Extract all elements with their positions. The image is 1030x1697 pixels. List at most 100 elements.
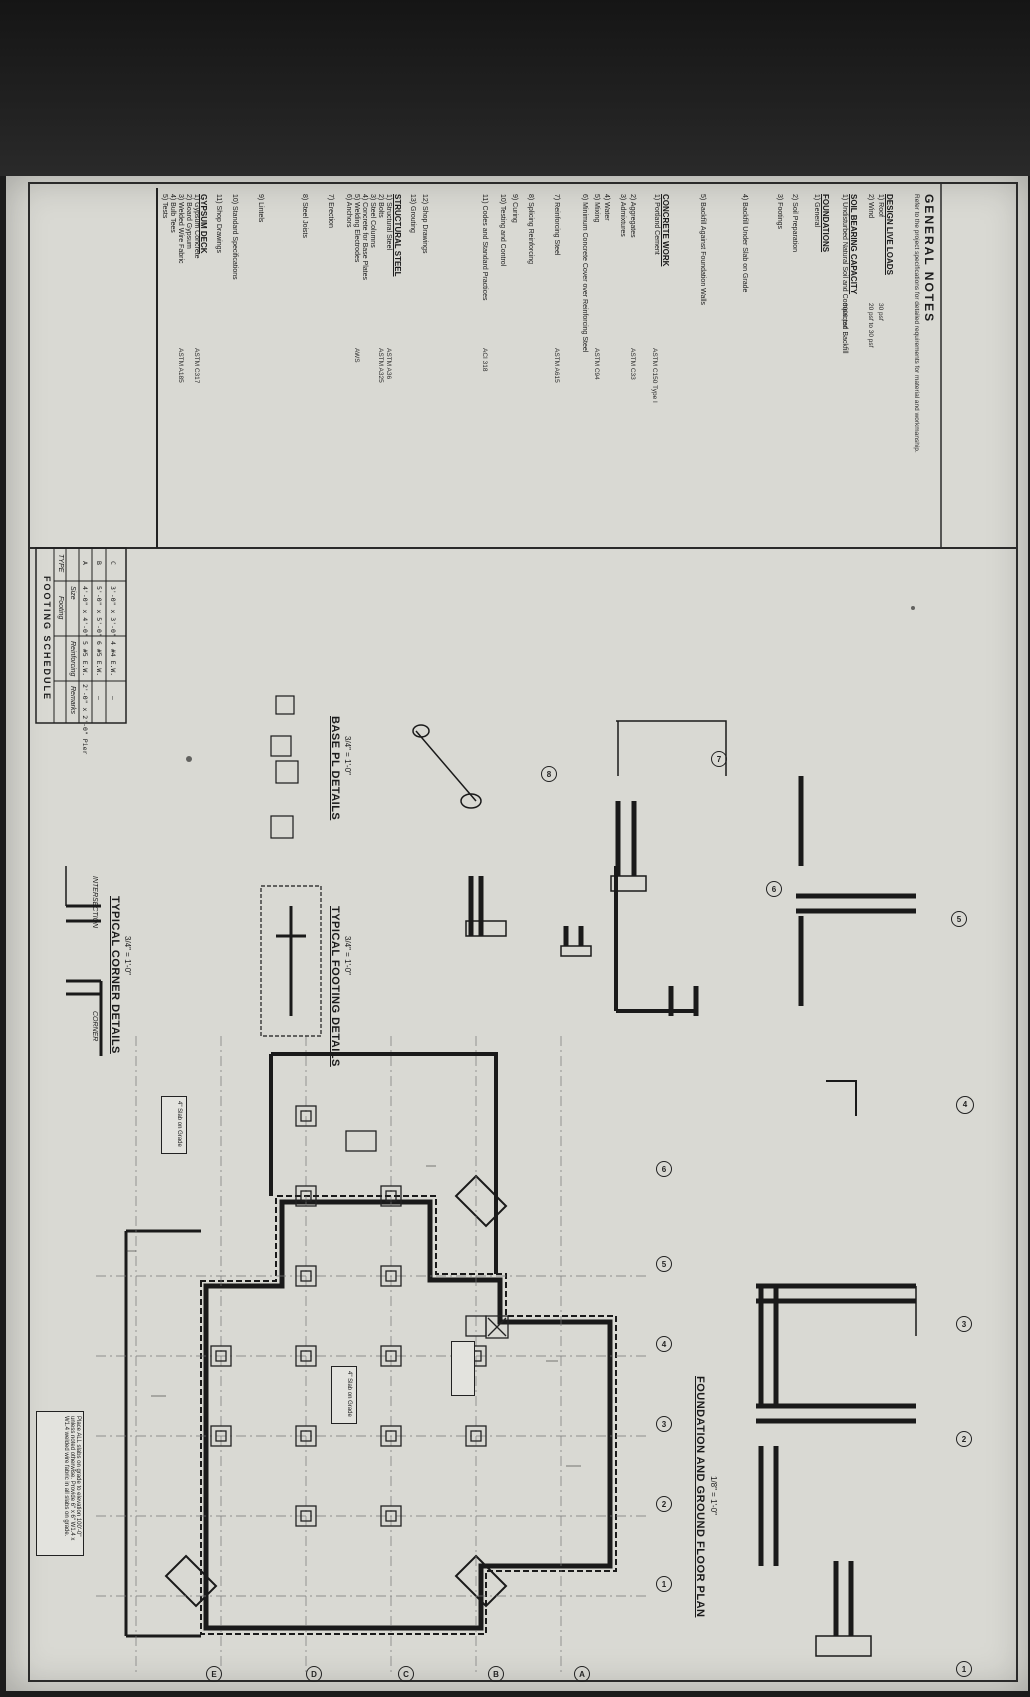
schedule-cell: 2'-0" x 2'-0" Pier bbox=[81, 684, 89, 755]
schedule-cell: 3'-0" x 3'-0" bbox=[109, 586, 117, 637]
note-value: 30 psf bbox=[877, 303, 884, 321]
note-item: 1) General bbox=[813, 194, 820, 228]
note-head-steel: STRUCTURAL STEEL bbox=[393, 194, 402, 277]
top-dark-band bbox=[0, 0, 1030, 176]
section-marker: 6 bbox=[766, 881, 782, 897]
grid-bubble: C bbox=[398, 1666, 414, 1682]
grid-bubble: D bbox=[306, 1666, 322, 1682]
schedule-cell: — bbox=[95, 696, 103, 700]
grid-lines bbox=[96, 1036, 646, 1676]
schedule-header-type: TYPE bbox=[57, 554, 64, 573]
schedule-cell: 5'-0" x 5'-0" bbox=[95, 586, 103, 637]
general-notes-panel: GENERAL NOTES Refer to the project speci… bbox=[156, 188, 941, 548]
corner-details-title: TYPICAL CORNER DETAILS bbox=[109, 896, 121, 1054]
typical-footing-detail bbox=[260, 695, 322, 1037]
plan-scale: 1/8" = 1'-0" bbox=[709, 1476, 718, 1516]
note-standard: AWS bbox=[353, 348, 360, 363]
schedule-header-size: Size bbox=[69, 586, 76, 600]
note-head-foundations: FOUNDATIONS bbox=[821, 194, 830, 253]
note-item: 2) Soil Preparation bbox=[791, 194, 798, 252]
grid-bubble: 6 bbox=[656, 1161, 672, 1177]
note-item: 4) Water bbox=[603, 194, 610, 221]
note-item: 2) Aggregates bbox=[629, 194, 636, 238]
annotation-marks bbox=[126, 1165, 581, 1467]
note-item: 1) Roof bbox=[877, 194, 884, 217]
note-item: 10) Testing and Control bbox=[499, 194, 506, 267]
note-item: 1) Structural Steel bbox=[385, 194, 392, 251]
grid-bubble: 1 bbox=[656, 1576, 672, 1592]
grid-bubble: 3 bbox=[656, 1416, 672, 1432]
wall-sections bbox=[756, 776, 917, 1657]
schedule-header-reinf: Reinforcing bbox=[69, 641, 76, 677]
note-item: 3) Footings bbox=[776, 194, 783, 230]
note-item: 7) Reinforcing Steel bbox=[553, 194, 560, 256]
note-item: 1) Portland Cement bbox=[653, 194, 660, 255]
column-footings bbox=[210, 1105, 509, 1527]
note-standard: ASTM C317 bbox=[193, 348, 200, 384]
schedule-header-group: Footing bbox=[57, 596, 64, 620]
note-item: 4) Backfill Under Slab on Grade bbox=[741, 194, 748, 293]
note-item: 12) Shop Drawings bbox=[421, 194, 428, 254]
note-item: 9) Curing bbox=[511, 194, 518, 223]
corner-label: CORNER bbox=[91, 1011, 98, 1042]
footing-details-title: TYPICAL FOOTING DETAILS bbox=[329, 906, 341, 1067]
note-item: 11) Codes and Standard Practices bbox=[481, 194, 488, 301]
schedule-cell: 4'-0" x 4'-0" bbox=[81, 586, 89, 637]
section-marker: 4 bbox=[956, 1096, 974, 1114]
note-head-live-loads: DESIGN LIVE LOADS bbox=[885, 194, 894, 275]
section-marker: 7 bbox=[711, 751, 727, 767]
plan-title: FOUNDATION AND GROUND FLOOR PLAN bbox=[694, 1376, 706, 1618]
schedule-cell: 6 #5 E.W. bbox=[95, 641, 103, 677]
slab-callout: 4" Slab on Grade bbox=[331, 1366, 357, 1424]
note-item: 9) Lintels bbox=[257, 194, 264, 223]
note-value: 20 psf to 30 psf bbox=[867, 303, 874, 348]
note-standard: ASTM A615 bbox=[553, 348, 560, 383]
note-item: 4) Concrete for Base Plates bbox=[361, 194, 368, 280]
base-details-title: BASE PL DETAILS bbox=[329, 716, 341, 821]
note-head-soil: SOIL BEARING CAPACITY bbox=[849, 194, 858, 295]
note-item: 5) Mixing bbox=[593, 194, 600, 223]
schedule-cell: B bbox=[95, 561, 103, 565]
schedule-cell: 5 #5 E.W. bbox=[81, 641, 89, 677]
note-item: 8) Splicing Reinforcing bbox=[527, 194, 534, 265]
note-standard: ASTM C94 bbox=[593, 348, 600, 380]
intersection-label: INTERSECTION bbox=[91, 876, 98, 929]
note-item: 2) Wind bbox=[867, 194, 874, 219]
detail-sections bbox=[412, 720, 727, 1016]
section-marker: 5 bbox=[951, 911, 967, 927]
note-item: 10) Standard Specifications bbox=[231, 194, 238, 280]
note-item: 4) Bulb Tees bbox=[169, 194, 176, 233]
footing-schedule-title: FOOTING SCHEDULE bbox=[42, 576, 52, 702]
foundation-plan bbox=[124, 1052, 617, 1638]
section-marker: 1 bbox=[956, 1661, 972, 1677]
note-item: 6) Minimum Concrete Cover over Reinforci… bbox=[581, 194, 588, 353]
schedule-cell: A bbox=[81, 561, 89, 565]
section-marker: 2 bbox=[956, 1431, 972, 1447]
note-item: 5) Tests bbox=[161, 194, 168, 219]
note-standard: ASTM C33 bbox=[629, 348, 636, 380]
note-item: 11) Shop Drawings bbox=[215, 194, 222, 254]
slab-callout-text: 4" Slab on Grade bbox=[176, 1101, 182, 1147]
section-marker: 3 bbox=[956, 1316, 972, 1332]
note-standard: ASTM A36 bbox=[385, 348, 392, 380]
grid-bubble: E bbox=[206, 1666, 222, 1682]
grid-bubble: A bbox=[574, 1666, 590, 1682]
note-item: 3) Welded Wire Fabric bbox=[177, 194, 184, 264]
note-head-gypsum: GYPSUM DECK bbox=[199, 194, 208, 254]
section-marker: 8 bbox=[541, 766, 557, 782]
detail-scale: 3/4" = 1'-0" bbox=[123, 936, 132, 976]
note-item: 8) Steel Joists bbox=[301, 194, 308, 238]
plan-note-text: Place ALL slabs on grade to elevation 10… bbox=[63, 1416, 81, 1541]
slab-callout bbox=[451, 1341, 475, 1396]
note-item: 2) Board Gypsum bbox=[185, 194, 192, 249]
note-head-concrete: CONCRETE WORK bbox=[661, 194, 670, 267]
note-standard: ASTM A185 bbox=[177, 348, 184, 383]
typical-corner-details bbox=[65, 866, 103, 1056]
note-standard: ASTM A325 bbox=[377, 348, 384, 383]
note-item: 1) Gypsum Concrete bbox=[193, 194, 200, 259]
schedule-cell: C bbox=[109, 561, 117, 565]
schedule-cell: 4 #4 E.W. bbox=[109, 641, 117, 677]
paper-spot bbox=[186, 756, 192, 762]
plan-note-box: Place ALL slabs on grade to elevation 10… bbox=[36, 1411, 84, 1556]
schedule-cell: — bbox=[109, 696, 117, 700]
